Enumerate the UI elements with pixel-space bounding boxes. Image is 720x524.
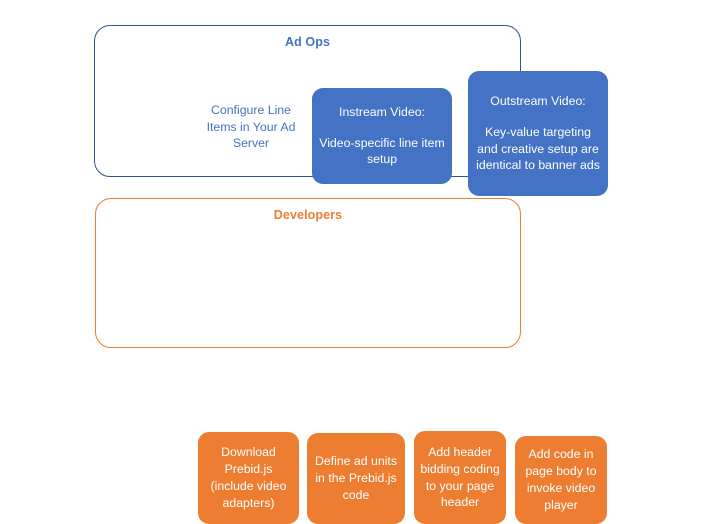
group-ad-ops: Ad Ops Configure Line Items in Your Ad S… <box>94 25 608 196</box>
node-download-prebid: Download Prebid.js (include video adapte… <box>198 432 299 524</box>
node-instream-video: Instream Video: Video-specific line item… <box>312 88 452 184</box>
node-add-page-body-code: Add code in page body to invoke video pl… <box>515 436 607 524</box>
group-title-developers: Developers <box>273 208 343 222</box>
node-configure-line-items-label: Configure Line Items in Your Ad Server <box>206 102 296 151</box>
node-outstream-video-heading: Outstream Video: <box>490 93 586 108</box>
node-outstream-video: Outstream Video: Key-value targeting and… <box>468 71 608 196</box>
node-define-ad-units: Define ad units in the Prebid.js code <box>307 433 405 524</box>
node-instream-video-heading: Instream Video: <box>339 104 425 119</box>
node-add-header-bidding-code-label: Add header bidding coding to your page h… <box>420 444 500 510</box>
node-define-ad-units-label: Define ad units in the Prebid.js code <box>314 454 398 502</box>
diagram-canvas: Ad Ops Configure Line Items in Your Ad S… <box>94 25 608 524</box>
node-add-page-body-code-label: Add code in page body to invoke video pl… <box>525 447 597 512</box>
node-configure-line-items: Configure Line Items in Your Ad Server <box>197 96 305 158</box>
node-add-header-bidding-code: Add header bidding coding to your page h… <box>414 431 506 524</box>
group-title-ad-ops: Ad Ops <box>284 35 331 49</box>
node-outstream-video-body: Key-value targeting and creative setup a… <box>476 124 600 173</box>
node-download-prebid-label: Download Prebid.js (include video adapte… <box>210 445 287 510</box>
group-developers: Developers Download Prebid.js (include v… <box>95 198 607 524</box>
node-instream-video-body: Video-specific line item setup <box>319 135 445 167</box>
